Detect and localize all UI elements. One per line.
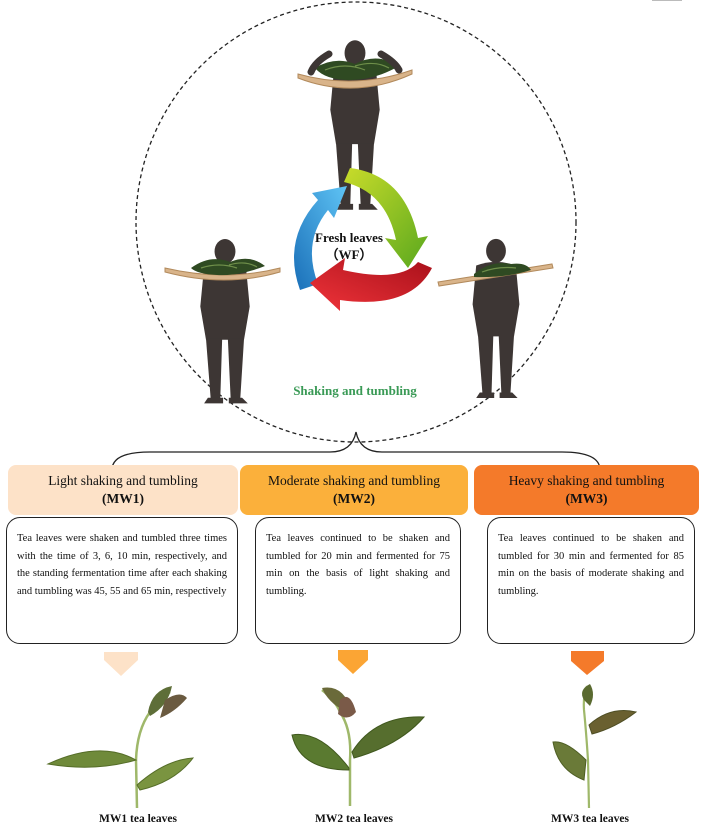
stage-title: Heavy shaking and tumbling [508, 473, 665, 488]
tea-leaf-icon [291, 687, 426, 806]
caption-mw2: MW2 tea leaves [315, 813, 393, 825]
tea-leaf-icon [552, 684, 638, 809]
center-label: Fresh leaves （WF） [300, 229, 398, 263]
worker-with-tray-icon [437, 238, 554, 399]
stage-description-mw3: Tea leaves continued to be shaken and tu… [487, 517, 695, 644]
stage-header-mw1: Light shaking and tumbling (MW1) [8, 465, 238, 515]
stage-header-mw2: Moderate shaking and tumbling (MW2) [240, 465, 468, 515]
stage-code: (MW1) [102, 491, 144, 506]
stage-header-mw3: Heavy shaking and tumbling (MW3) [474, 465, 699, 515]
worker-with-tray-icon [297, 40, 413, 210]
chevron-down-icon [571, 651, 604, 675]
caption-mw1: MW1 tea leaves [99, 813, 177, 825]
process-label: Shaking and tumbling [293, 383, 417, 398]
chevron-down-icon [104, 652, 138, 676]
stage-title: Light shaking and tumbling [48, 473, 198, 488]
tea-leaf-icon [46, 686, 195, 809]
stage-code: (MW3) [565, 491, 608, 506]
chevron-down-icon [338, 650, 368, 674]
worker-with-tray-icon [164, 239, 281, 404]
center-label-line2: （WF） [325, 247, 373, 262]
stage-description-mw2: Tea leaves continued to be shaken and tu… [255, 517, 461, 644]
stage-code: (MW2) [333, 491, 375, 506]
caption-mw3: MW3 tea leaves [551, 813, 629, 825]
branch-brace [111, 431, 601, 471]
top-edge-mark [652, 0, 682, 1]
stage-description-mw1: Tea leaves were shaken and tumbled three… [6, 517, 238, 644]
stage-title: Moderate shaking and tumbling [267, 473, 441, 488]
center-label-line1: Fresh leaves [315, 230, 383, 245]
process-boundary-circle [135, 1, 577, 443]
cycle-arrows-icon [294, 168, 432, 311]
